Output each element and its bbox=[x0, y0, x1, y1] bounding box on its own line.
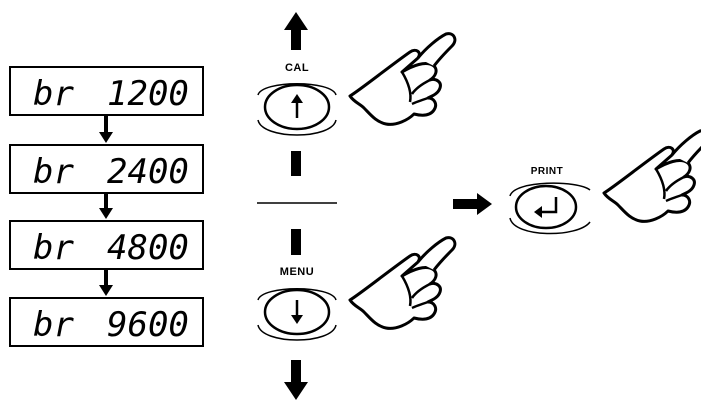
arrow-right-icon bbox=[453, 193, 492, 215]
lcd-value: 9600 bbox=[107, 305, 189, 345]
arrow-down-icon bbox=[284, 360, 308, 400]
pointing-hand-icon bbox=[602, 129, 701, 223]
lcd-prefix: br bbox=[33, 305, 74, 345]
connector-bar bbox=[291, 151, 301, 176]
menu-button-label: MENU bbox=[279, 266, 315, 278]
lcd-segments: br 1200 bbox=[33, 74, 189, 114]
cal-button[interactable] bbox=[257, 83, 337, 136]
arrow-down-icon bbox=[99, 116, 113, 143]
print-button-label: PRINT bbox=[530, 166, 564, 177]
lcd-prefix: br bbox=[33, 228, 74, 268]
connector-bar bbox=[291, 229, 301, 255]
lcd-prefix: br bbox=[33, 152, 74, 192]
lcd-value: 1200 bbox=[107, 74, 189, 114]
arrow-up-icon bbox=[291, 94, 303, 118]
pointing-hand-icon bbox=[348, 236, 457, 330]
lcd-segments: br 9600 bbox=[33, 305, 189, 345]
menu-button[interactable] bbox=[257, 288, 337, 341]
lcd-segments: br 4800 bbox=[33, 228, 189, 268]
lcd-segments: br 2400 bbox=[33, 152, 189, 192]
arrow-down-icon bbox=[291, 300, 303, 324]
lcd-prefix: br bbox=[33, 74, 74, 114]
arrow-down-icon bbox=[99, 270, 113, 296]
enter-return-icon bbox=[534, 197, 558, 218]
arrow-down-icon bbox=[99, 194, 113, 219]
lcd-display-1: br 1200 bbox=[9, 66, 204, 116]
arrow-up-icon bbox=[284, 12, 308, 50]
lcd-value: 2400 bbox=[107, 152, 189, 192]
pointing-hand-icon bbox=[348, 32, 457, 126]
lcd-display-3: br 4800 bbox=[9, 220, 204, 270]
cal-button-label: CAL bbox=[284, 62, 310, 74]
print-button[interactable] bbox=[509, 182, 591, 235]
lcd-display-4: br 9600 bbox=[9, 297, 204, 347]
lcd-value: 4800 bbox=[107, 228, 189, 268]
lcd-display-2: br 2400 bbox=[9, 144, 204, 194]
